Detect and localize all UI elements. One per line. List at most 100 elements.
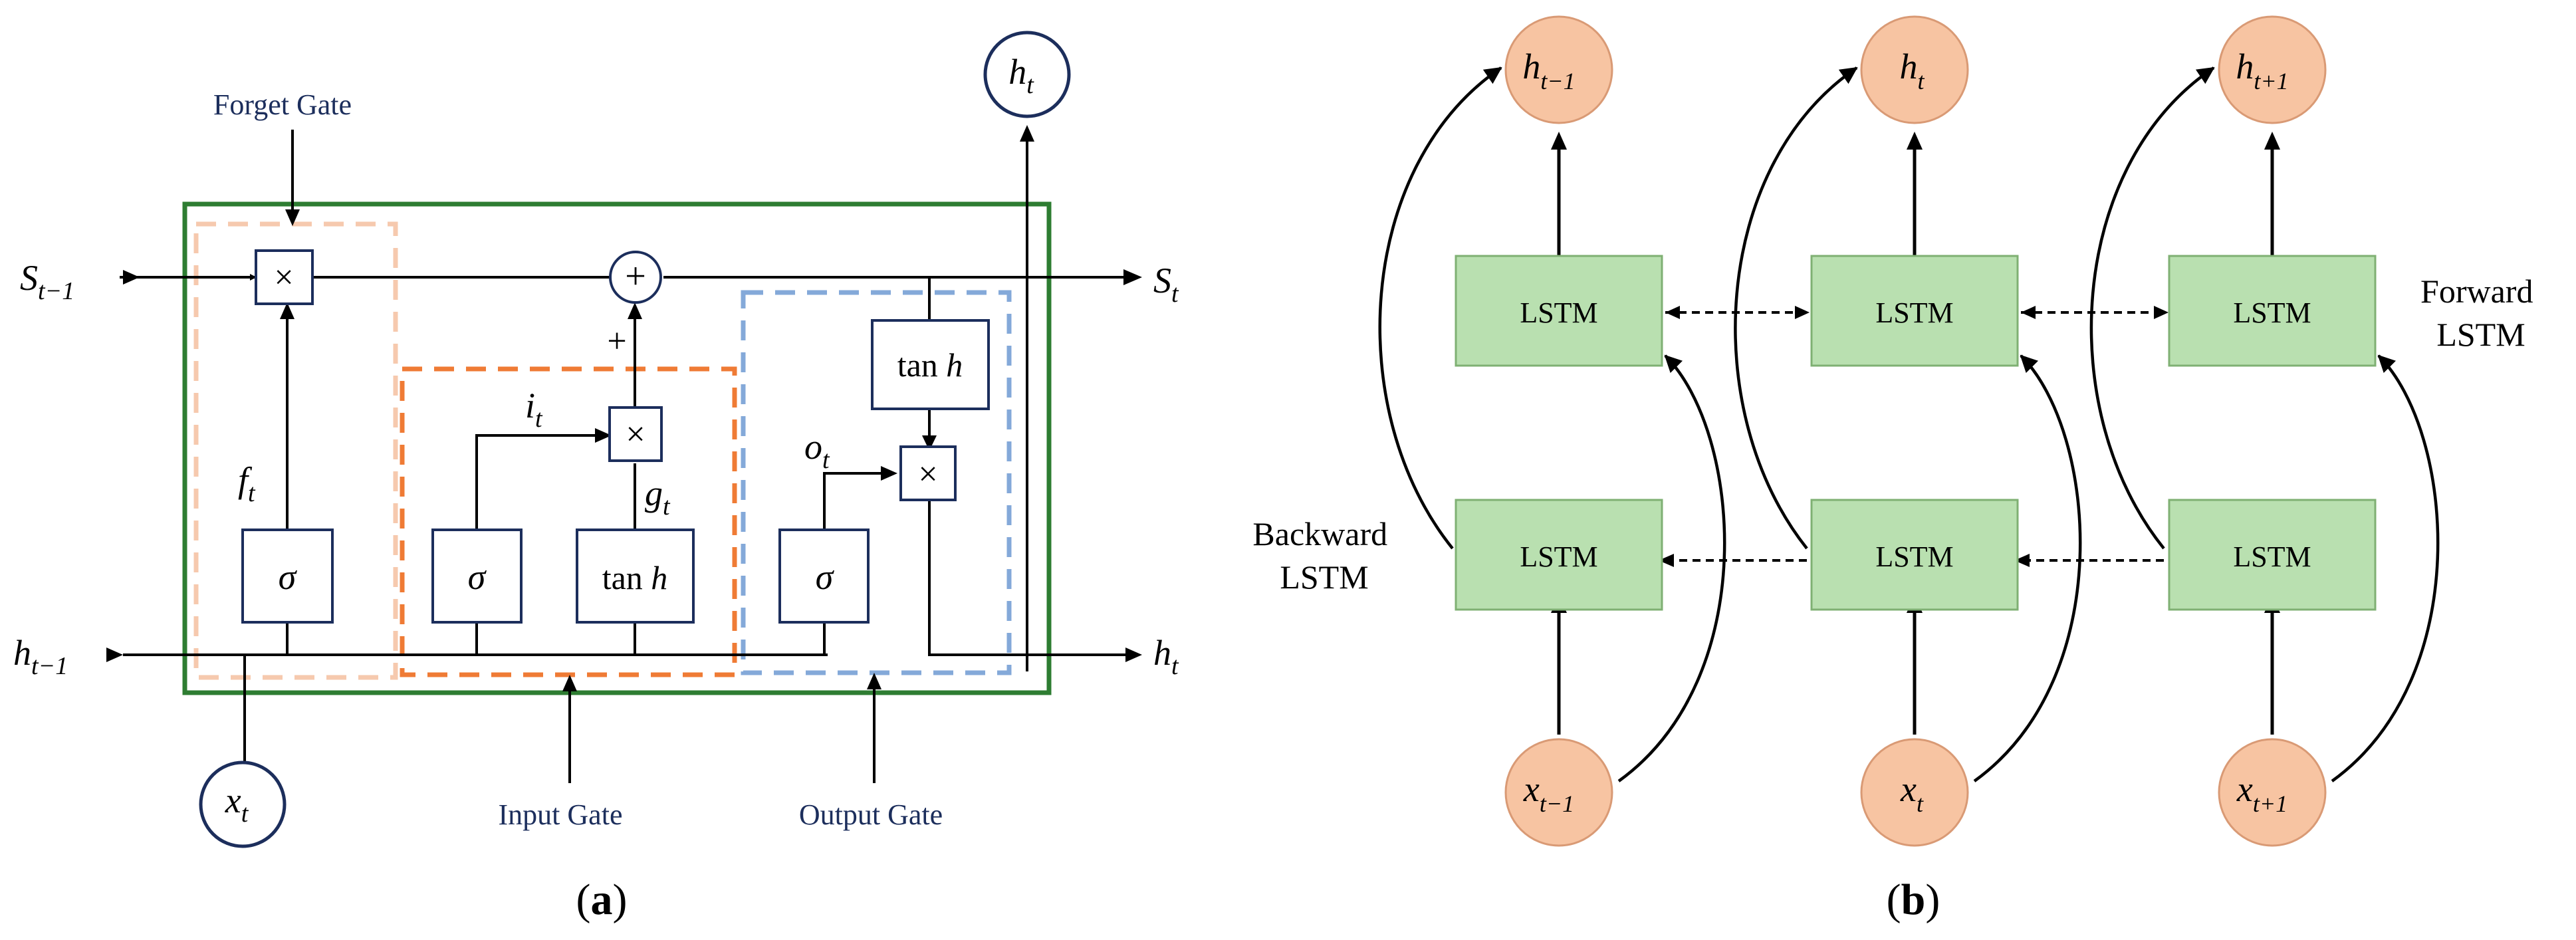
input-multiply-box xyxy=(608,406,663,462)
input-node-1 xyxy=(1860,738,1969,847)
x-t-label: xt xyxy=(225,780,249,828)
input-tanh-label: tan h xyxy=(602,559,668,596)
h-prev-arrowhead xyxy=(106,647,123,662)
forward-lstm-cell-0 xyxy=(1455,255,1663,367)
panel-a-lstm-cell: × + + × × σ σ tan h σ tan h xt ht St−1 S… xyxy=(13,31,1179,924)
h-t-top-label: ht xyxy=(1008,52,1034,99)
forward-1-2-arrowhead xyxy=(2154,306,2168,319)
input-label-1: xt xyxy=(1900,769,1924,817)
cell-add-symbol: + xyxy=(625,256,646,297)
output-sigma-box xyxy=(778,529,870,624)
forget-pointer-arrowhead xyxy=(285,209,300,226)
h1-arrowhead xyxy=(1907,132,1923,150)
o-t-label: ot xyxy=(804,427,830,474)
input-gate-region xyxy=(400,366,737,677)
output-node-1 xyxy=(1860,15,1969,124)
input-node-0 xyxy=(1504,738,1613,847)
backward2-to-h2-curve xyxy=(2089,66,2215,550)
h-up-arrowhead xyxy=(1020,125,1034,142)
input-sigma-box xyxy=(431,529,523,624)
s-t-arrowhead xyxy=(1123,269,1142,285)
h-out-line xyxy=(928,500,1137,656)
input-pointer-arrowhead xyxy=(562,675,577,691)
forward-label-line-2: LSTM xyxy=(2436,316,2525,353)
h0-arrowhead xyxy=(1551,132,1567,150)
forward-lstm-cell-2 xyxy=(2168,255,2377,367)
cell-tanh-label: tan h xyxy=(897,346,963,384)
input-tanh-box xyxy=(576,529,695,624)
i-t-label: it xyxy=(525,386,543,433)
output-gate-region xyxy=(741,290,1012,675)
output-label-2: ht+1 xyxy=(2236,47,2288,94)
input-sigma-label: σ xyxy=(468,557,487,597)
output-sigma-up-line xyxy=(823,472,891,530)
input-sigma-up-line xyxy=(475,434,607,530)
backward-label-line-1: Backward xyxy=(1252,515,1387,552)
backward0-to-h0-curve xyxy=(1378,66,1502,550)
output-label-0: ht−1 xyxy=(1522,47,1575,94)
cell-tanh-box xyxy=(871,319,990,410)
o-arrowhead xyxy=(881,466,897,481)
backward-lstm-label-1: LSTM xyxy=(1875,540,1953,573)
x1-to-forward1-curve xyxy=(1973,354,2082,782)
input-label-0: xt−1 xyxy=(1523,769,1574,817)
x2-to-forward2-curve xyxy=(2331,354,2440,782)
input-gate-label: Input Gate xyxy=(499,798,623,831)
input-label-2: xt+1 xyxy=(2236,769,2287,817)
output-node-0 xyxy=(1504,15,1613,124)
s-t-label: St xyxy=(1153,261,1179,308)
panel-b-bilstm: LSTM LSTM LSTM LSTM LSTM LSTM ht−1 ht ht… xyxy=(1252,15,2541,924)
s-prev-label: St−1 xyxy=(20,258,74,305)
i-arrowhead xyxy=(595,428,612,443)
input-multiply-symbol: × xyxy=(626,415,645,453)
backward-lstm-label: Backward LSTM xyxy=(1252,515,1395,596)
backward-lstm-cell-1 xyxy=(1810,499,2019,611)
forget-multiply-box xyxy=(255,249,314,305)
h-t-arrowhead xyxy=(1125,647,1142,662)
cell-border xyxy=(182,201,1052,695)
backward-label-line-2: LSTM xyxy=(1280,558,1368,596)
h-prev-label: ht−1 xyxy=(13,633,68,680)
forward-lstm-label: Forward LSTM xyxy=(2420,273,2541,353)
forward-lstm-label-2: LSTM xyxy=(2233,296,2311,329)
backward-lstm-cell-2 xyxy=(2168,499,2377,611)
backward-2-1-arrowhead xyxy=(2014,554,2030,567)
forward-1-2-tail xyxy=(2021,306,2036,319)
output-multiply-box xyxy=(899,445,957,501)
x-t-node xyxy=(199,761,287,848)
h2-arrowhead xyxy=(2264,132,2280,150)
forward-lstm-label-0: LSTM xyxy=(1520,296,1597,329)
panel-a-caption: (a) xyxy=(576,876,628,924)
output-label-1: ht xyxy=(1899,47,1925,94)
g-t-label: gt xyxy=(645,473,671,521)
output-multiply-symbol: × xyxy=(918,455,937,493)
h-t-node xyxy=(983,31,1071,118)
forward-lstm-label-1: LSTM xyxy=(1875,296,1953,329)
forward-label-line-1: Forward xyxy=(2420,273,2533,310)
forward-lstm-cell-1 xyxy=(1810,255,2019,367)
backward-lstm-label-2: LSTM xyxy=(2233,540,2311,573)
tanh-mul-arrowhead xyxy=(922,435,937,451)
input-node-2 xyxy=(2218,738,2327,847)
forget-sigma-label: σ xyxy=(279,557,298,597)
forward-0-1-tail xyxy=(1665,306,1680,319)
forget-gate-region xyxy=(193,221,398,680)
cell-add-node xyxy=(609,251,662,304)
forget-multiply-symbol: × xyxy=(274,259,293,296)
backward-1-0-arrowhead xyxy=(1659,554,1674,567)
forget-arrowhead xyxy=(280,302,294,319)
forward-0-1-arrowhead xyxy=(1795,306,1810,319)
forget-gate-label: Forget Gate xyxy=(213,88,352,121)
backward1-to-h1-curve xyxy=(1734,66,1858,550)
output-pointer-arrowhead xyxy=(867,673,881,689)
add-arrowhead xyxy=(628,302,642,319)
backward-lstm-label-0: LSTM xyxy=(1520,540,1597,573)
plus-sign: + xyxy=(607,322,626,360)
output-gate-label: Output Gate xyxy=(799,798,943,831)
forget-sigma-box xyxy=(241,529,334,624)
output-node-2 xyxy=(2218,15,2327,124)
h-t-right-label: ht xyxy=(1153,633,1179,680)
f-t-label: ft xyxy=(238,460,256,507)
backward-lstm-cell-0 xyxy=(1455,499,1663,611)
